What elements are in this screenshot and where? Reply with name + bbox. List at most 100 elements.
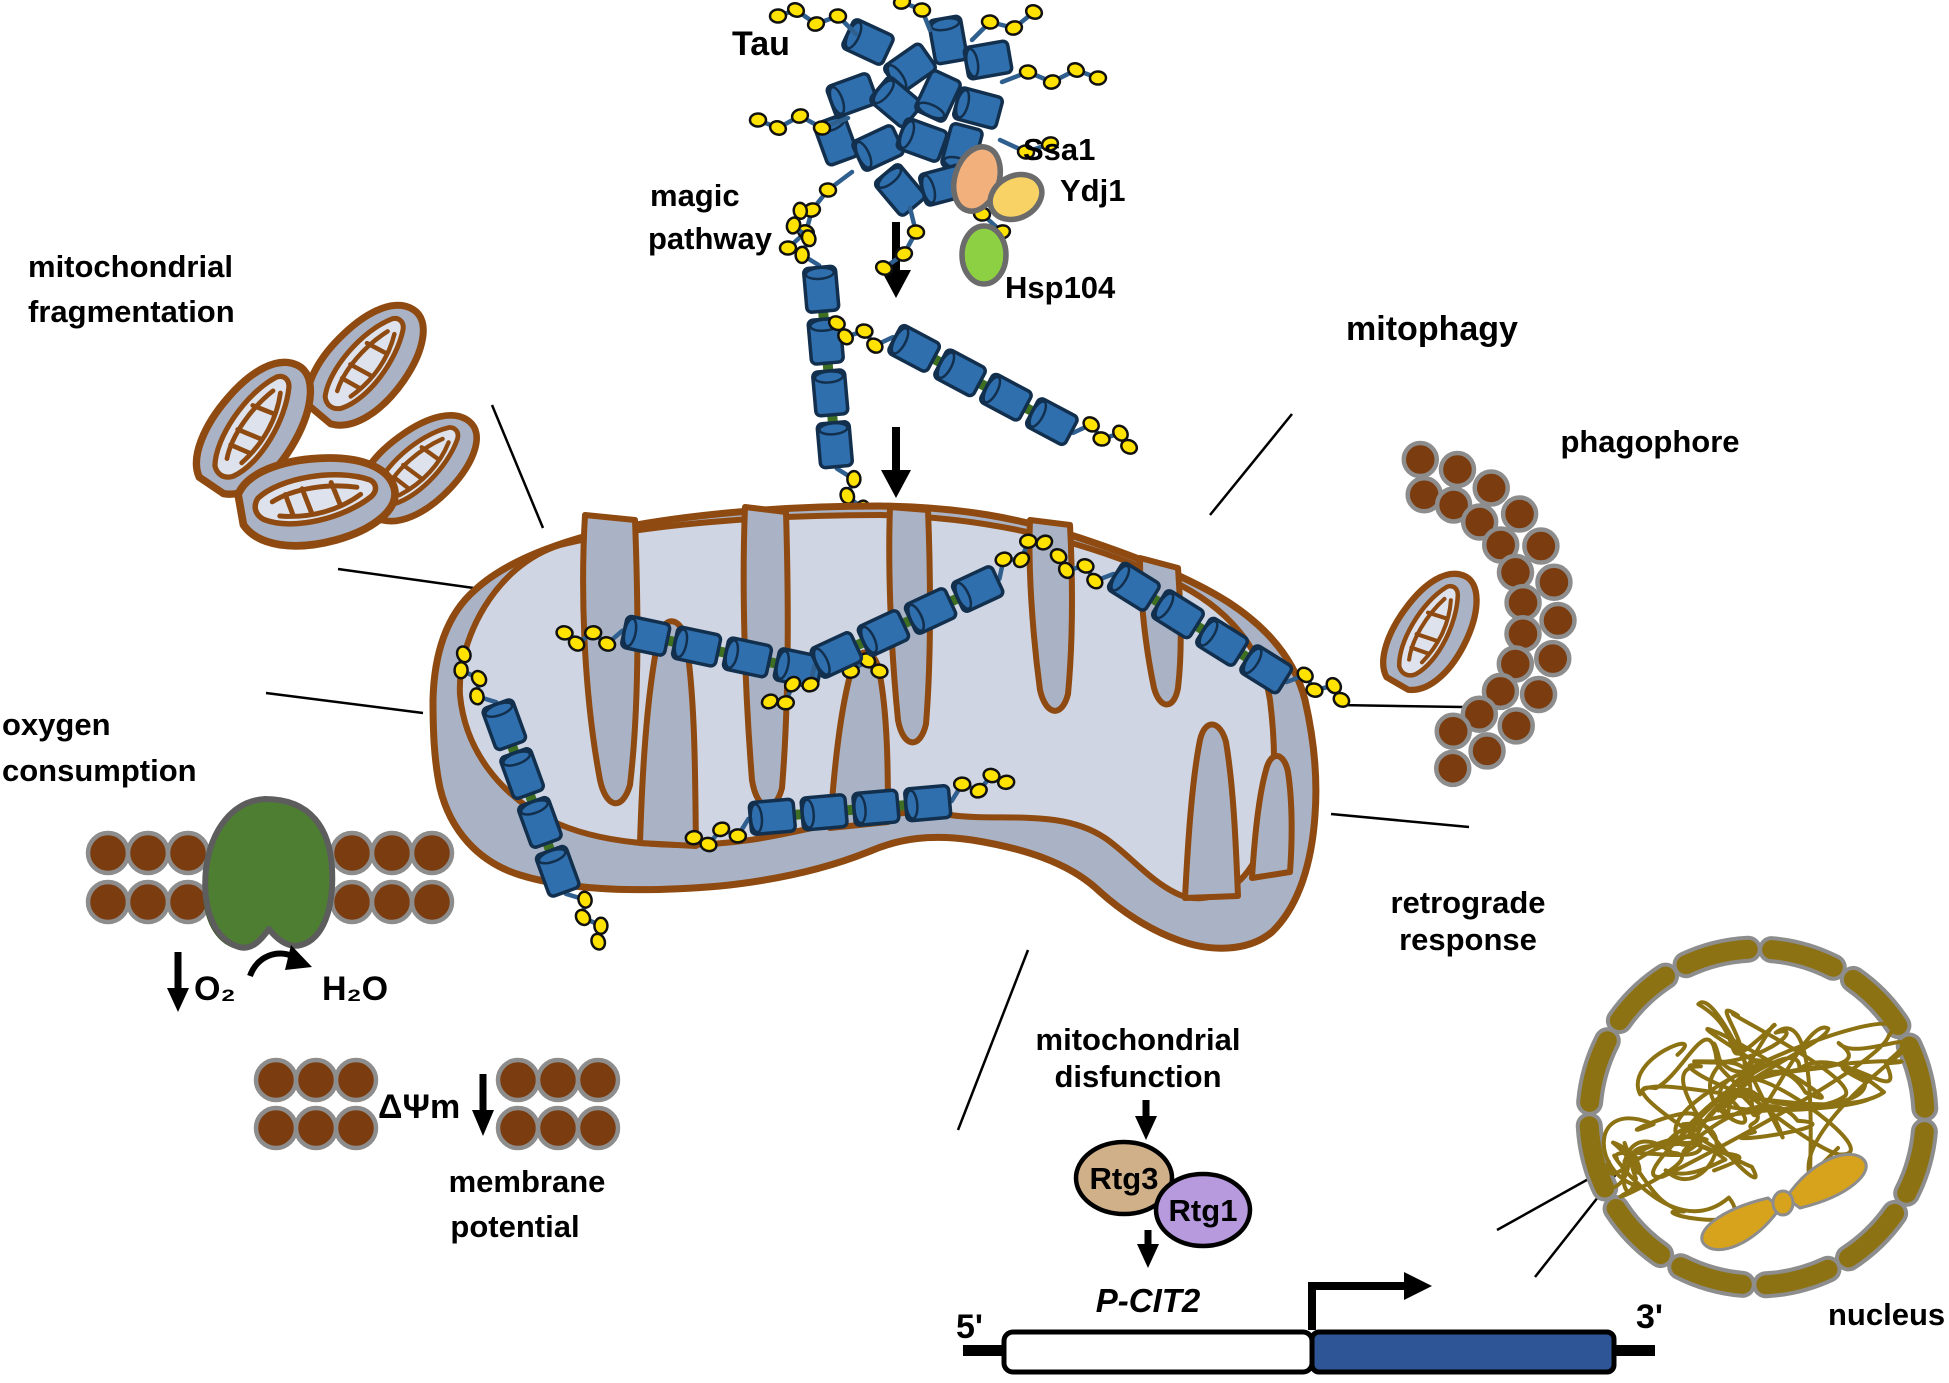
phospho-dot [818, 182, 838, 198]
tau-repeat-unit [499, 747, 546, 801]
phospho-dot [574, 908, 592, 927]
lipid-bead [253, 1057, 299, 1103]
tau-repeat-unit [962, 39, 1014, 81]
pcit2-label: P-CIT2 [1096, 1282, 1201, 1319]
phospho-dot [1024, 4, 1044, 20]
phospho-dot [1092, 431, 1111, 447]
o2-to-h2o-reaction [167, 945, 312, 1012]
tau-repeat-unit [914, 69, 962, 123]
line-to-membrane-potential [265, 691, 424, 715]
lipid-bead [165, 830, 211, 876]
phospho-dot [1018, 64, 1038, 80]
phospho-dot [768, 8, 788, 24]
phospho-dot [583, 625, 603, 641]
respiratory-protein [202, 796, 336, 951]
lipid-bead [535, 1057, 581, 1103]
phagophore-bead [1500, 495, 1539, 533]
lipid-bead [333, 1105, 379, 1151]
lipid-bead [253, 1105, 299, 1151]
phospho-dot [828, 8, 848, 24]
imported-tau-monomer [453, 645, 609, 951]
phospho-dot [794, 245, 810, 265]
cit2-promoter-box [1001, 1329, 1315, 1375]
oxygen-consumption-illustration [85, 796, 455, 1012]
lipid-bead [535, 1105, 581, 1151]
phospho-dot [1049, 547, 1068, 565]
phagophore-bead [1472, 469, 1510, 507]
three-prime-label: 3' [1636, 1298, 1663, 1336]
magic-pathway-label-1: magic [650, 178, 740, 213]
phospho-dot [1012, 551, 1031, 569]
lipid-bead [85, 830, 131, 876]
chromatin [1635, 1000, 1907, 1180]
tau-repeat-unit [811, 368, 850, 418]
phospho-dot [827, 315, 846, 332]
tau-repeat-unit [933, 348, 987, 398]
lipid-bead [495, 1105, 541, 1151]
phagophore-bead [1539, 601, 1577, 640]
transcription-start-arrow [1308, 1282, 1406, 1330]
phospho-dot [598, 636, 617, 652]
ydj1-protein [987, 171, 1045, 223]
phospho-dot [790, 108, 810, 124]
phospho-dot [1066, 62, 1086, 78]
phospho-dot [748, 112, 768, 128]
phospho-dot [1088, 70, 1108, 86]
fragmentation-label-2: fragmentation [28, 294, 235, 329]
oxygen-label-1: oxygen [2, 707, 111, 742]
tau-repeat-unit [979, 372, 1033, 422]
phagophore-bead [1497, 707, 1535, 745]
tau-repeat-unit [903, 784, 953, 823]
crista-finger [637, 618, 699, 849]
disfunction-label-2: disfunction [1054, 1059, 1221, 1094]
tau-repeat-unit [887, 323, 942, 373]
tau-repeat-unit [1239, 644, 1294, 695]
lipid-bead [409, 830, 455, 876]
tau-repeat-unit [1024, 397, 1079, 447]
retrograde-gene-diagram [963, 1100, 1655, 1375]
lipid-bead [293, 1105, 339, 1151]
h2o-label: H₂O [322, 970, 388, 1008]
phagophore-bead [1434, 712, 1472, 750]
lipid-bead [125, 879, 171, 925]
membrane-potential-label-1: membrane [449, 1164, 606, 1199]
phospho-dot [792, 201, 809, 221]
phospho-dot [783, 675, 802, 693]
small-mitochondrion [1380, 570, 1480, 693]
tau-repeat-unit [721, 636, 774, 679]
ydj1-label: Ydj1 [1060, 173, 1125, 208]
dissociated-tau-monomer [827, 315, 1139, 455]
phospho-dot [874, 260, 894, 276]
phospho-dot [969, 782, 988, 799]
tau-repeat-unit [903, 587, 958, 635]
tau-repeat-unit [825, 72, 879, 118]
phospho-dot [590, 932, 607, 951]
phospho-dot [1086, 572, 1104, 590]
arrowhead [167, 988, 189, 1012]
pathway-arrows [881, 222, 911, 498]
phospho-dot [812, 120, 832, 136]
phospho-dot [768, 120, 788, 136]
hsp104-label: Hsp104 [1005, 270, 1116, 305]
phagophore-bead [1535, 563, 1573, 602]
phospho-dot [593, 916, 609, 936]
tau-repeat-unit [869, 75, 923, 129]
line-to-retrograde-1 [1336, 703, 1464, 709]
phospho-dot [712, 821, 731, 838]
phospho-dot [1035, 534, 1054, 551]
phospho-dot [906, 224, 926, 240]
phagophore-bead [1460, 503, 1499, 541]
labels: Tau magic pathway Ssa1 Ydj1 Hsp104 mitoc… [2, 25, 1945, 1346]
phospho-dot [912, 2, 932, 18]
phospho-dot [1120, 438, 1139, 455]
phospho-dot [870, 663, 889, 679]
lipid-bead [575, 1057, 621, 1103]
phospho-dot [996, 774, 1016, 791]
lipid-bead [369, 879, 415, 925]
imported-tau-monomer [1049, 547, 1351, 709]
dpsi-label: ΔΨm [378, 1088, 460, 1126]
rtg3-protein [1073, 1139, 1175, 1217]
phagophore-bead [1468, 732, 1506, 770]
phospho-dot [1016, 144, 1036, 160]
